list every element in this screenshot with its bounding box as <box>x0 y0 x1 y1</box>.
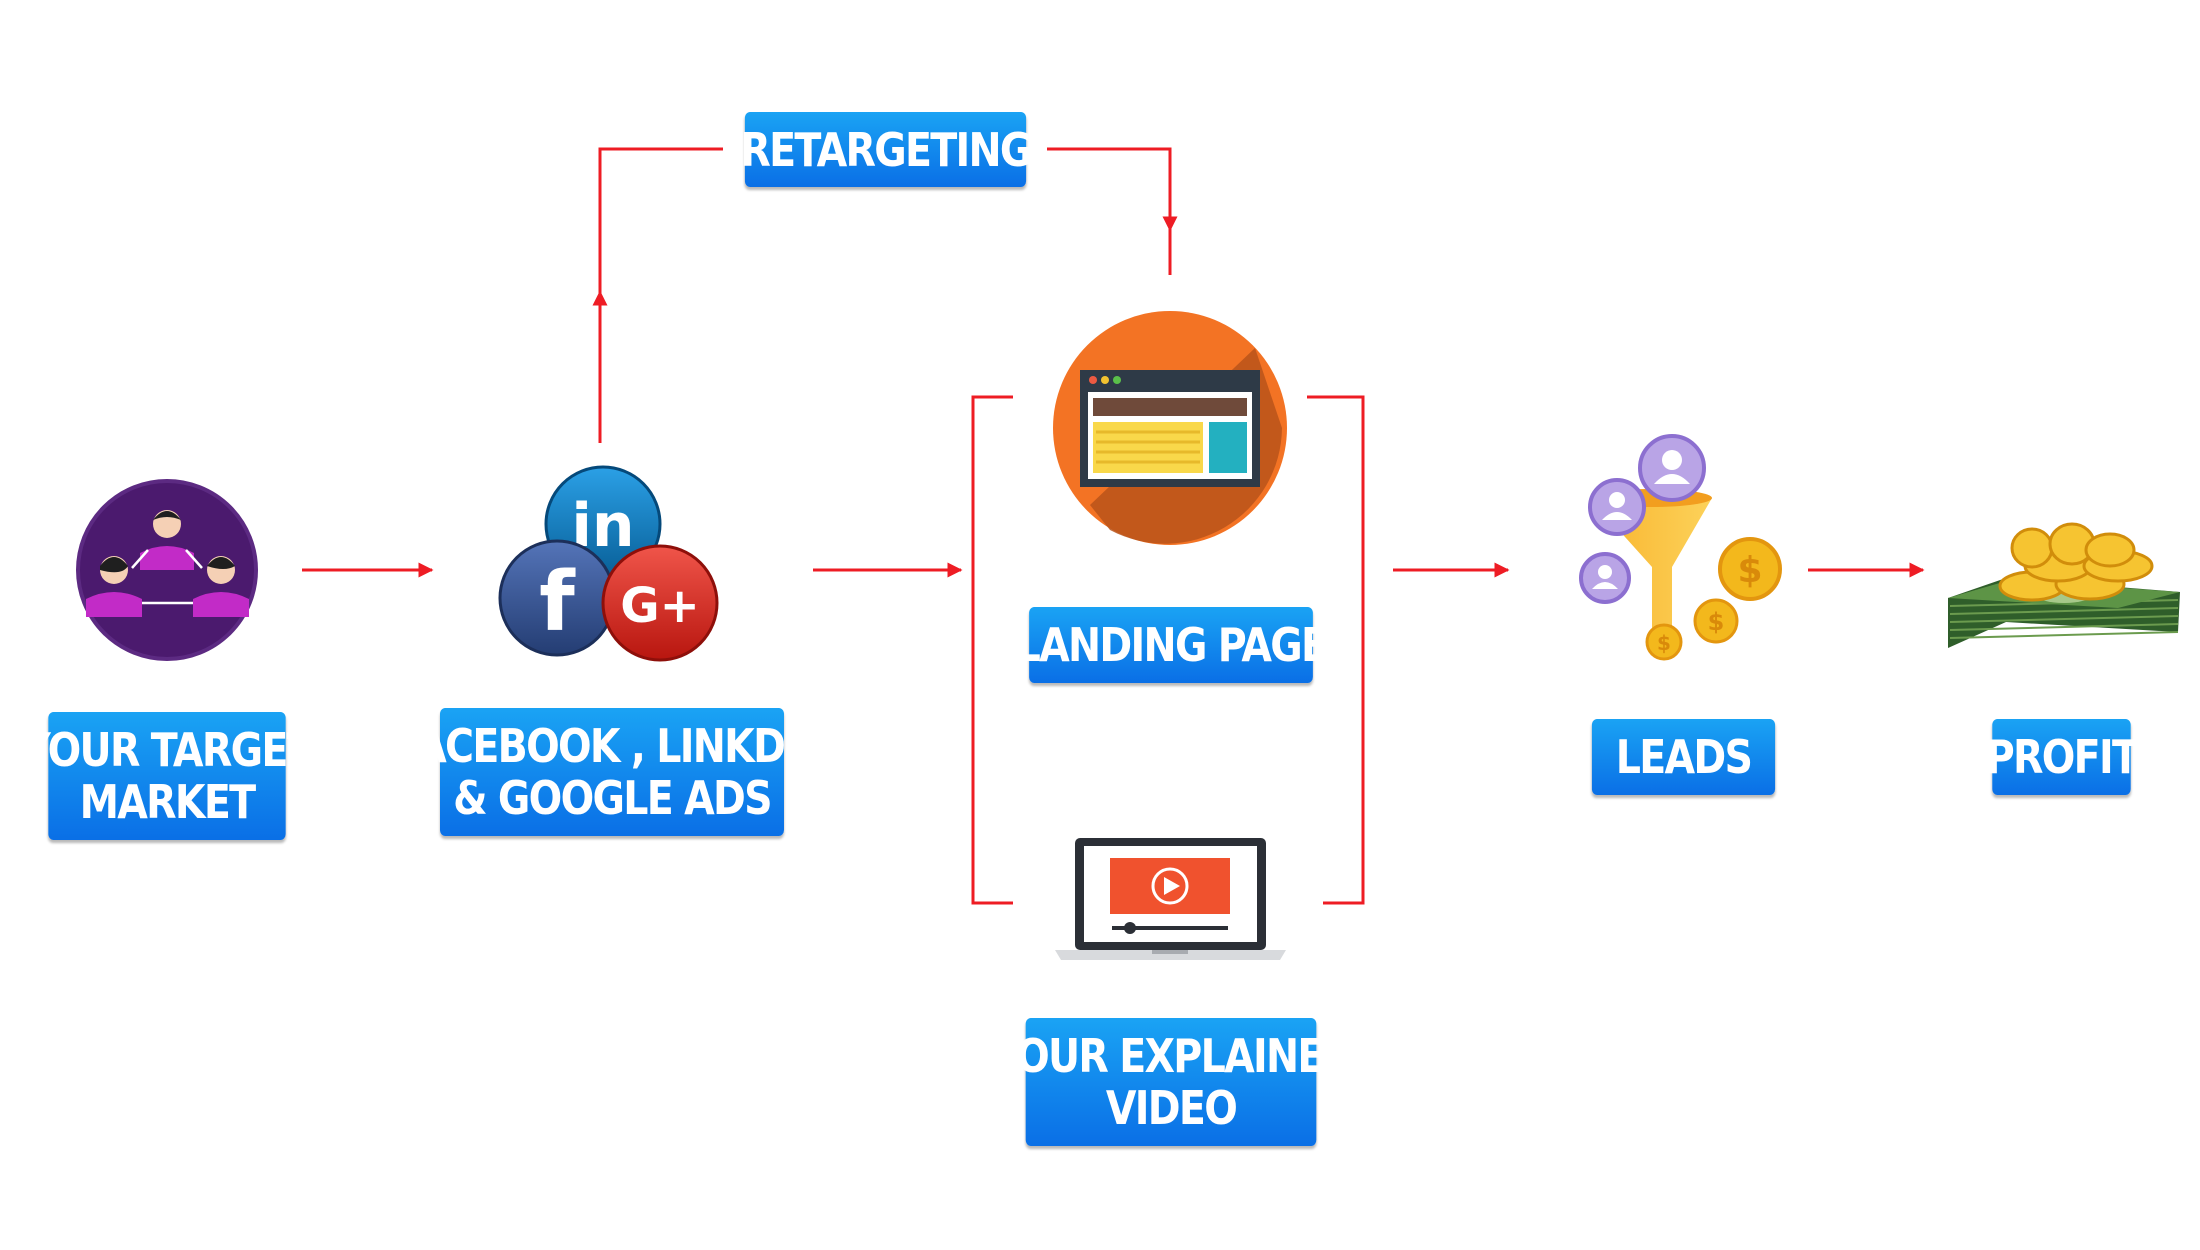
svg-text:$: $ <box>1737 550 1762 591</box>
target-market-people-icon <box>76 479 258 661</box>
flow-connectors <box>302 147 1925 905</box>
landing-page-browser-icon <box>1053 311 1287 545</box>
lead-avatar <box>1588 478 1646 536</box>
landing-page-label: LANDING PAGE <box>1016 607 1328 683</box>
google-plus-icon: G+ <box>601 544 719 662</box>
retargeting-line <box>598 147 723 292</box>
social-ads-icon: in f G+ <box>498 465 719 662</box>
coin-icon: $ <box>1693 598 1739 644</box>
right-bracket <box>1307 395 1365 905</box>
left-bracket <box>971 395 1013 905</box>
leads-label: LEADS <box>1591 719 1776 795</box>
coin-icon: $ <box>1718 537 1782 601</box>
target-market-label: YOUR TARGET MARKET <box>22 712 314 840</box>
svg-text:$: $ <box>1657 631 1671 655</box>
retargeting-line-right <box>1047 147 1172 230</box>
explainer-video-laptop-icon <box>1055 838 1286 960</box>
lead-avatar <box>1579 552 1631 604</box>
explainer-video-label: YOUR EXPLAINER VIDEO <box>991 1018 1353 1146</box>
svg-text:$: $ <box>1708 608 1725 636</box>
profit-money-stack-icon <box>1948 522 2180 648</box>
svg-text:G+: G+ <box>620 578 700 634</box>
retargeting-label: RETARGETING <box>740 112 1032 187</box>
leads-funnel-icon: $ $ $ <box>1579 434 1782 661</box>
facebook-icon: f <box>498 539 616 657</box>
lead-avatar <box>1638 434 1706 502</box>
coin-icon: $ <box>1645 623 1683 661</box>
svg-text:f: f <box>539 555 576 650</box>
ads-label: FACEBOOK , LINKDIN & GOOGLE ADS <box>395 708 830 836</box>
profit-label: PROFIT <box>1986 719 2139 795</box>
